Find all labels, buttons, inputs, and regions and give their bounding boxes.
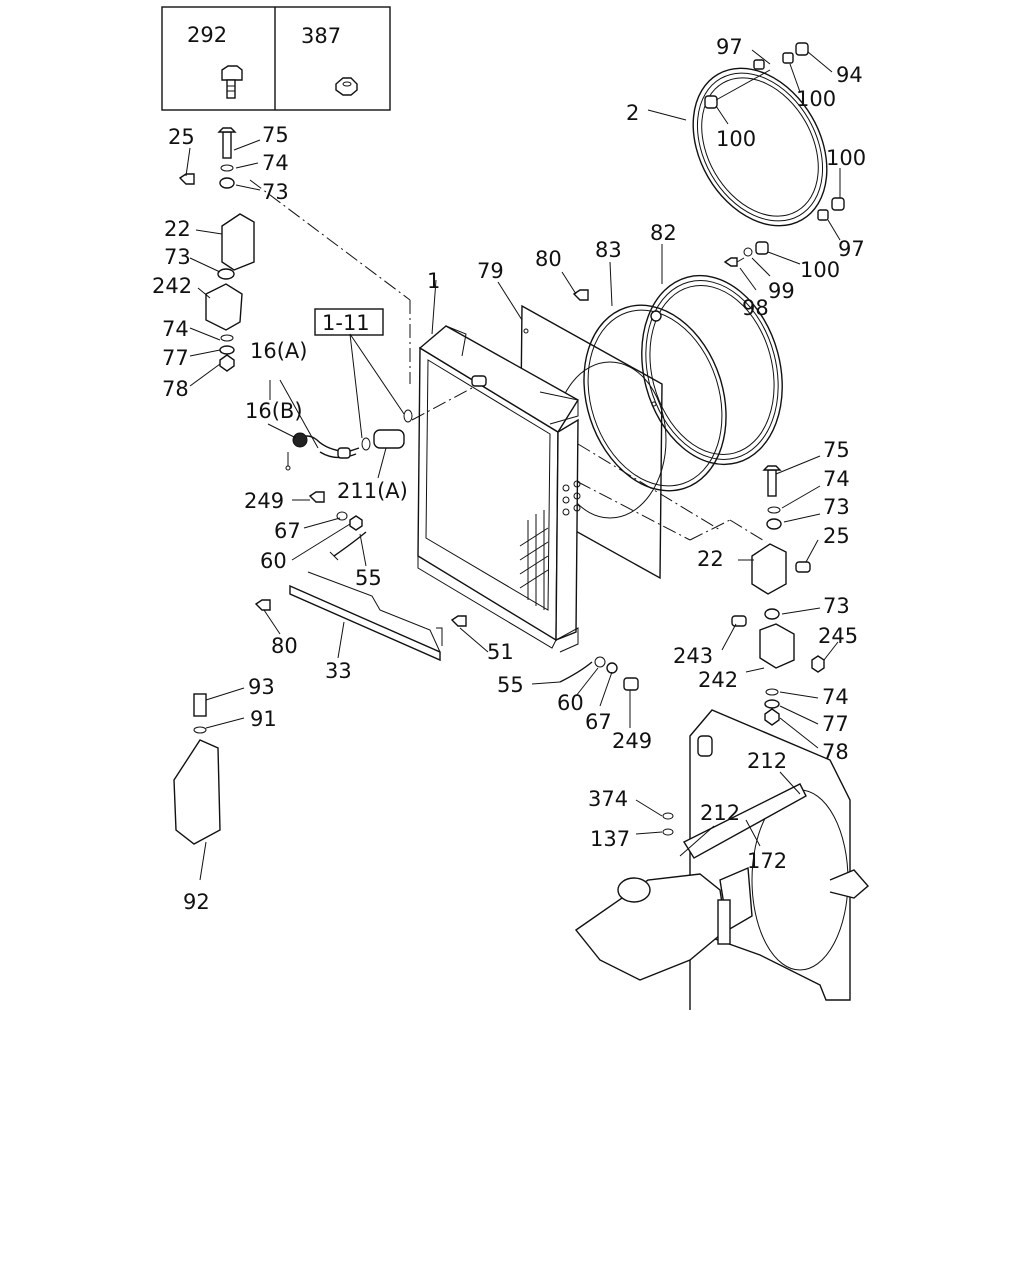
- inset-label-292: 292: [187, 23, 227, 47]
- bolt-icon: [221, 65, 243, 99]
- lower-support-33: [289, 571, 443, 662]
- part-label: 55: [355, 566, 382, 590]
- part-label: 242: [152, 274, 192, 298]
- part-label: 97: [838, 237, 865, 261]
- hose-assembly: [285, 409, 413, 471]
- part-label: 249: [612, 729, 652, 753]
- part-label: 73: [823, 495, 850, 519]
- part-label: 172: [747, 849, 787, 873]
- part-label: 74: [162, 317, 189, 341]
- part-label: 25: [168, 125, 195, 149]
- part-label: 249: [244, 489, 284, 513]
- part-label: 94: [836, 63, 863, 87]
- part-label: 1: [427, 269, 440, 293]
- part-label: 75: [823, 438, 850, 462]
- part-label: 92: [183, 890, 210, 914]
- part-label: 212: [747, 749, 787, 773]
- part-label: 100: [716, 127, 756, 151]
- fan-guard-ring-2: [692, 42, 845, 267]
- part-label: 74: [823, 467, 850, 491]
- part-label: 78: [822, 740, 849, 764]
- part-label: 16(B): [245, 399, 303, 423]
- left-mount-assembly: [178, 127, 255, 372]
- part-label: 77: [822, 712, 849, 736]
- part-label: 16(A): [250, 339, 307, 363]
- part-label: 80: [535, 247, 562, 271]
- part-label: 67: [585, 710, 612, 734]
- part-label: 83: [595, 238, 622, 262]
- part-label: 100: [796, 87, 836, 111]
- part-label: 60: [557, 691, 584, 715]
- radiator-fins: [519, 510, 549, 610]
- part-label: 22: [164, 217, 191, 241]
- part-label: 91: [250, 707, 277, 731]
- part-label: 33: [325, 659, 352, 683]
- part-label: 100: [826, 146, 866, 170]
- part-label: 22: [697, 547, 724, 571]
- part-label: 78: [162, 377, 189, 401]
- part-label: 245: [818, 624, 858, 648]
- nut-icon: [335, 77, 358, 96]
- radiator-core: [417, 325, 581, 653]
- part-label: 67: [274, 519, 301, 543]
- part-label: 25: [823, 524, 850, 548]
- group-reference-label: 1-11: [322, 311, 370, 335]
- part-label: 242: [698, 668, 738, 692]
- part-number-labels: 25 75 74 73 22 73 242 74 77 78 16(A) 16(…: [152, 35, 866, 914]
- bracket-55-left: [329, 531, 367, 561]
- part-label: 137: [590, 827, 630, 851]
- part-label: 74: [822, 685, 849, 709]
- part-label: 243: [673, 644, 713, 668]
- part-label: 73: [823, 594, 850, 618]
- part-label: 60: [260, 549, 287, 573]
- part-label: 82: [650, 221, 677, 245]
- part-label: 79: [477, 259, 504, 283]
- inset-label-387: 387: [301, 24, 341, 48]
- part-label: 73: [262, 180, 289, 204]
- part-label: 99: [768, 279, 795, 303]
- inset-box: 292 387: [161, 6, 391, 111]
- leader-lines: [185, 49, 841, 881]
- engine-shroud-assembly: [574, 709, 869, 1010]
- fan-ring-82: [641, 274, 783, 466]
- part-label: 97: [716, 35, 743, 59]
- group-reference-1-11: 1-11: [314, 308, 384, 336]
- part-label: 374: [588, 787, 628, 811]
- part-label: 55: [497, 673, 524, 697]
- part-label: 77: [162, 346, 189, 370]
- part-label: 80: [271, 634, 298, 658]
- misc-fasteners: [173, 289, 674, 845]
- part-label: 211(A): [337, 479, 408, 503]
- part-label: 212: [700, 801, 740, 825]
- part-label: 93: [248, 675, 275, 699]
- part-label: 74: [262, 151, 289, 175]
- part-label: 51: [487, 640, 514, 664]
- part-label: 73: [164, 245, 191, 269]
- right-mount-assembly: [731, 465, 825, 726]
- bracket-55-right: [559, 661, 593, 683]
- part-label: 98: [742, 296, 769, 320]
- part-label: 100: [800, 258, 840, 282]
- part-label: 2: [626, 101, 639, 125]
- seal-ring-83: [583, 304, 727, 492]
- part-label: 75: [262, 123, 289, 147]
